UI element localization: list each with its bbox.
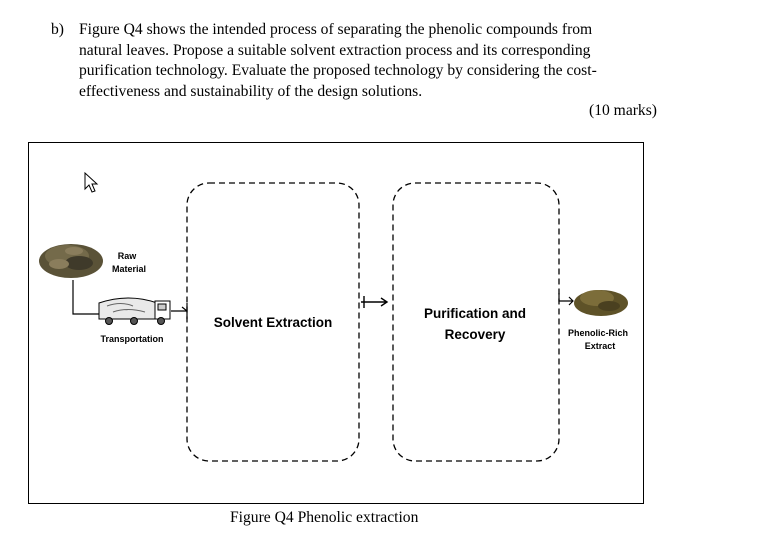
truck-to-extraction-arrow xyxy=(171,303,188,319)
raw-material-label: Material xyxy=(112,264,146,274)
phenolic-extract-label: Extract xyxy=(585,341,616,351)
phenolic-extract-label: Phenolic-Rich xyxy=(568,328,628,338)
question-line: purification technology. Evaluate the pr… xyxy=(79,62,597,79)
process-diagram: Raw Material Transportation Solvent Extr… xyxy=(39,171,628,462)
purification-to-product-arrow xyxy=(558,293,574,306)
phenolic-extract-soil-icon xyxy=(574,290,628,316)
extraction-to-purification-arrow xyxy=(361,296,389,308)
question-line: Figure Q4 shows the intended process of … xyxy=(79,21,593,38)
transportation-label: Transportation xyxy=(100,334,163,344)
question-line: natural leaves. Propose a suitable solve… xyxy=(79,41,591,59)
purification-box xyxy=(392,182,560,462)
figure-frame: Raw Material Transportation Solvent Extr… xyxy=(28,142,644,504)
question-line: effectiveness and sustainability of the … xyxy=(79,82,423,100)
question-label: b) xyxy=(51,21,64,38)
raw-material-label: Raw xyxy=(118,251,138,261)
raw-to-truck-line xyxy=(72,280,99,315)
solvent-extraction-label: Solvent Extraction xyxy=(214,315,333,330)
purification-label: Purification and xyxy=(424,306,526,321)
solvent-extraction-box xyxy=(186,182,360,462)
mouse-cursor-icon xyxy=(84,171,99,193)
marks-label: (10 marks) xyxy=(589,102,657,119)
raw-material-soil-icon xyxy=(39,244,103,278)
question-text: Figure Q4 shows the intended process of … xyxy=(79,20,664,102)
purification-label: Recovery xyxy=(445,327,506,342)
figure-caption: Figure Q4 Phenolic extraction xyxy=(230,509,419,526)
truck-icon xyxy=(98,297,171,325)
